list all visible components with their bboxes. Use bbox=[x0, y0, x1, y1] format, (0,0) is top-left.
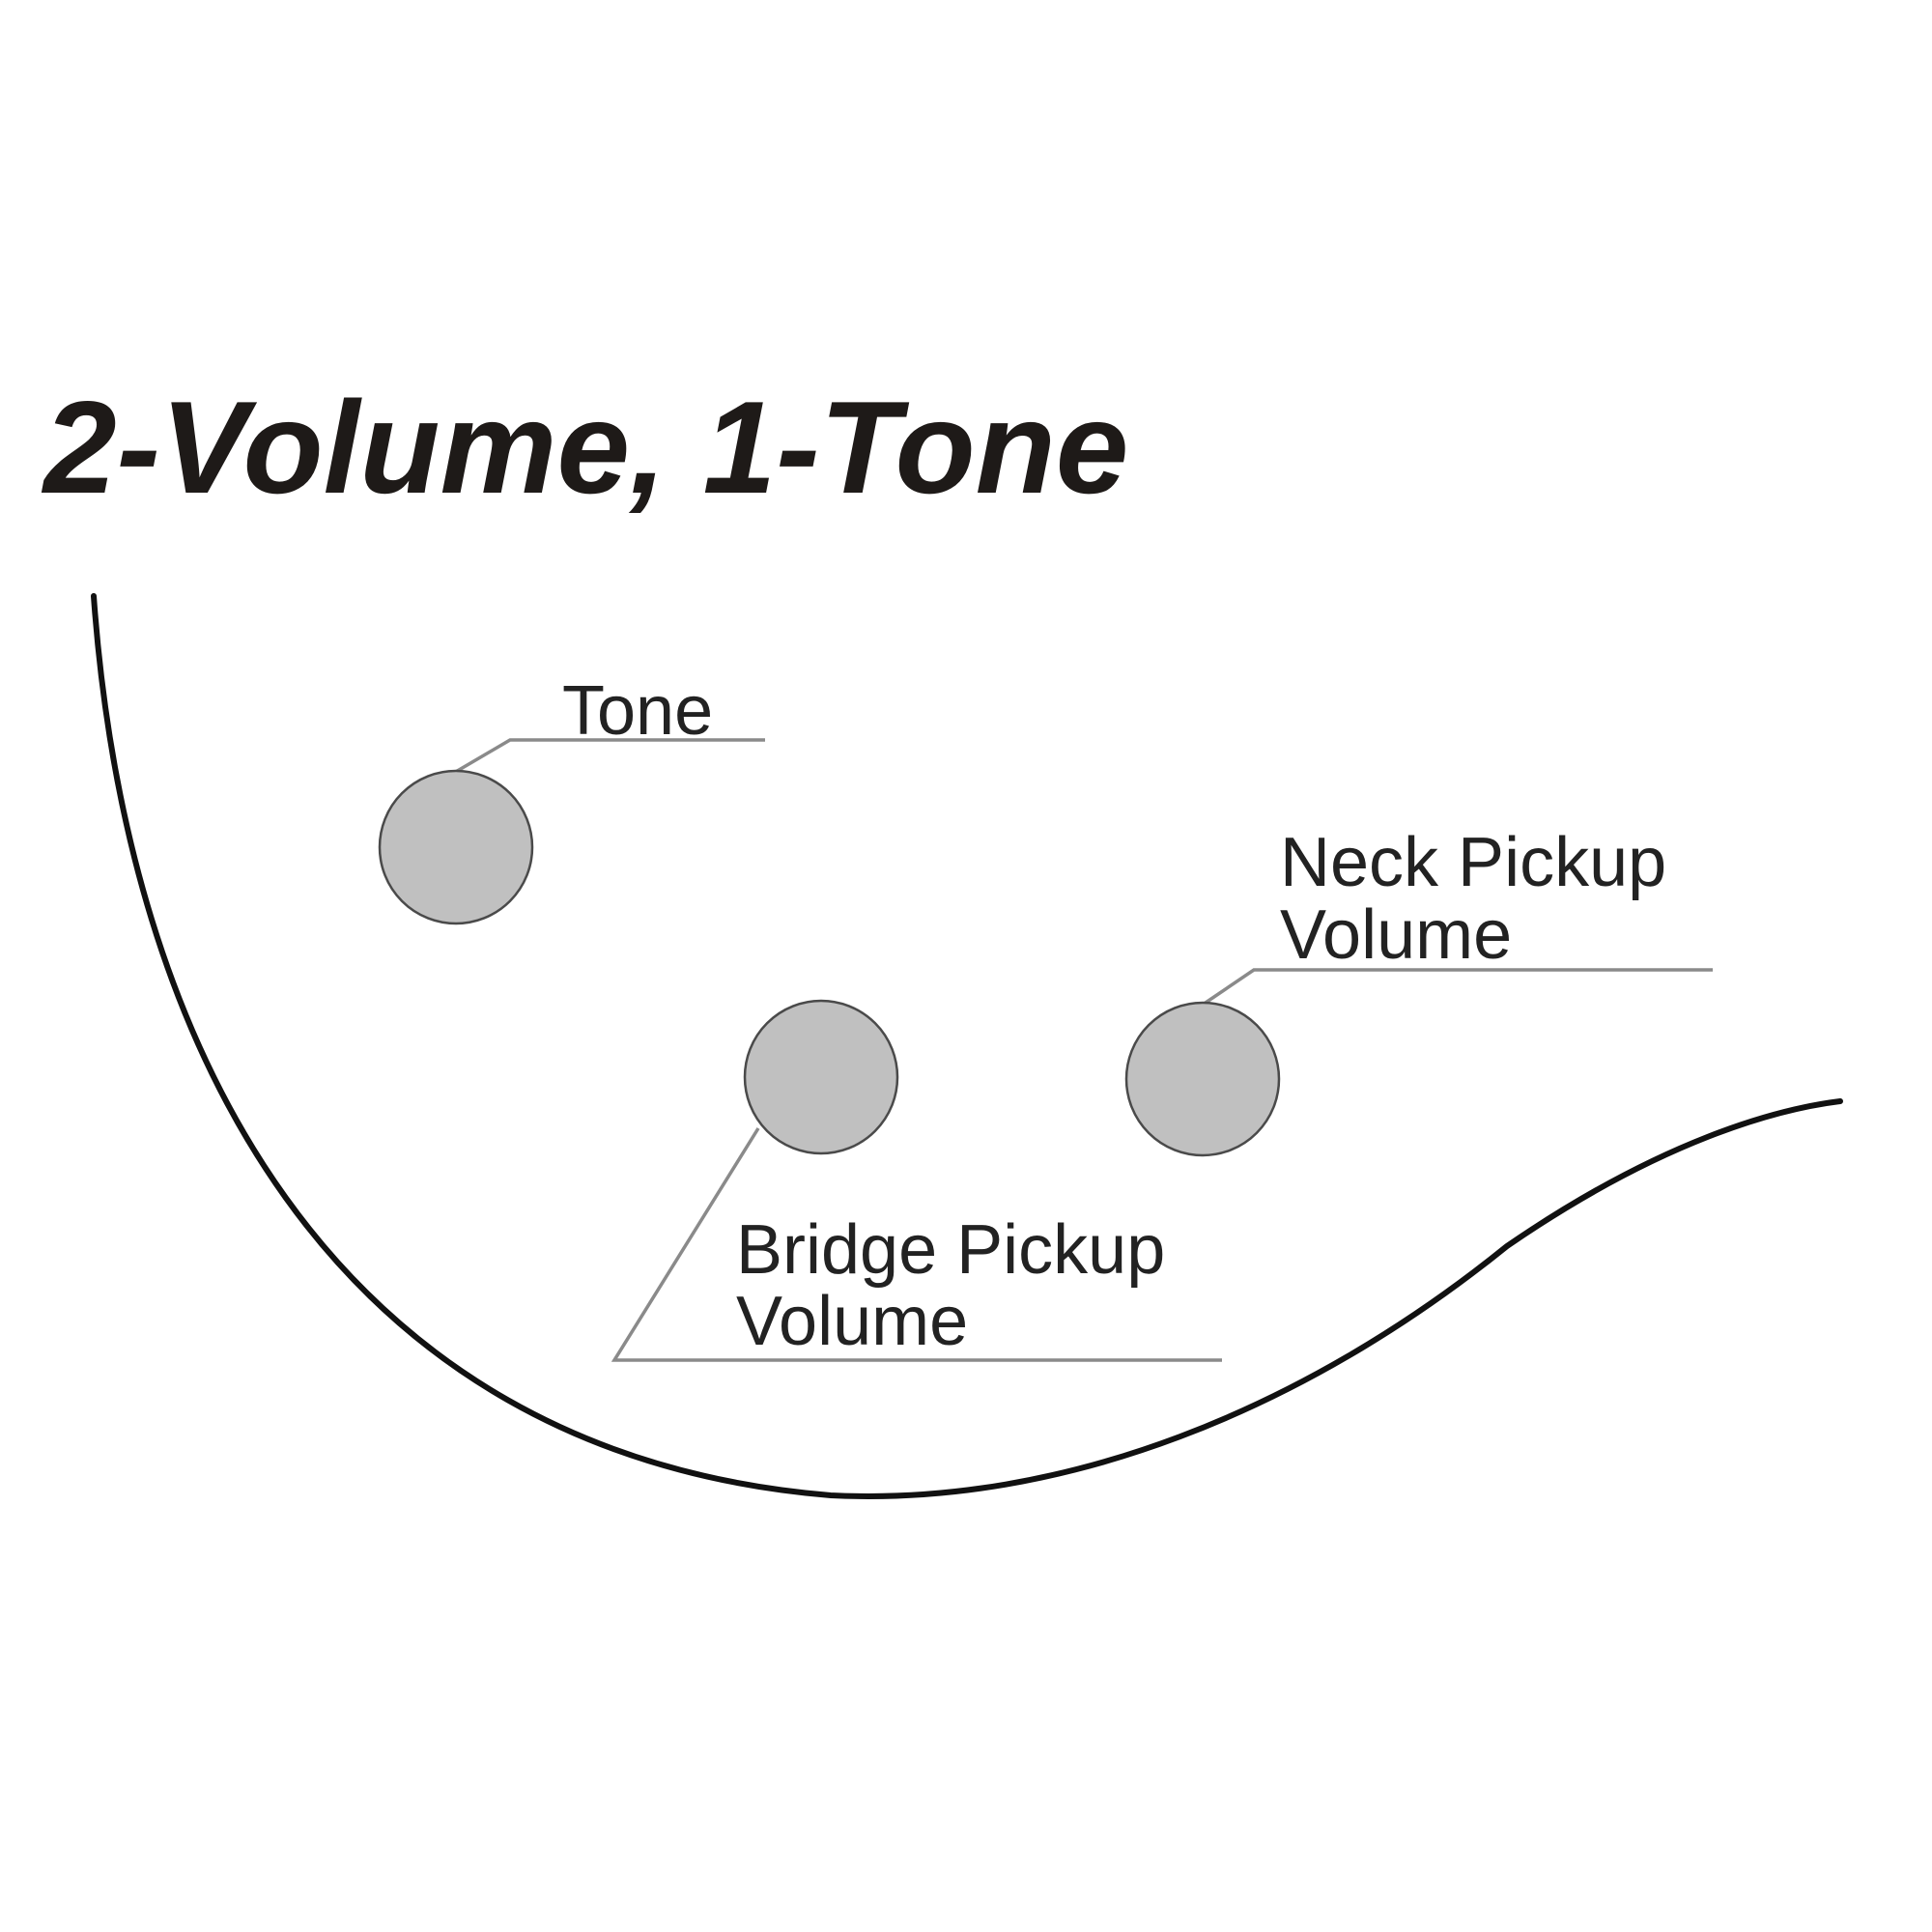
tone-knob bbox=[378, 769, 534, 925]
bridge-volume-knob bbox=[743, 999, 899, 1155]
bridge-volume-label-line1: Bridge Pickup bbox=[736, 1211, 1165, 1289]
tone-label: Tone bbox=[562, 672, 713, 750]
tone-control: Tone bbox=[378, 672, 765, 925]
neck-volume-label-line2: Volume bbox=[1280, 896, 1512, 974]
bridge-volume-label-line2: Volume bbox=[736, 1283, 968, 1360]
neck-volume-label-line1: Neck Pickup bbox=[1280, 824, 1666, 901]
tone-leader-line bbox=[453, 738, 765, 775]
bridge-volume-leader-line bbox=[611, 1127, 1222, 1362]
neck-volume-leader-line bbox=[1202, 968, 1713, 1007]
neck-volume-control: Neck Pickup Volume bbox=[1124, 824, 1713, 1157]
bridge-volume-control: Bridge Pickup Volume bbox=[611, 999, 1222, 1362]
guitar-body-outline bbox=[91, 593, 1843, 1499]
neck-volume-knob bbox=[1124, 1001, 1281, 1157]
diagram-title: 2-Volume, 1-Tone bbox=[41, 374, 1128, 521]
